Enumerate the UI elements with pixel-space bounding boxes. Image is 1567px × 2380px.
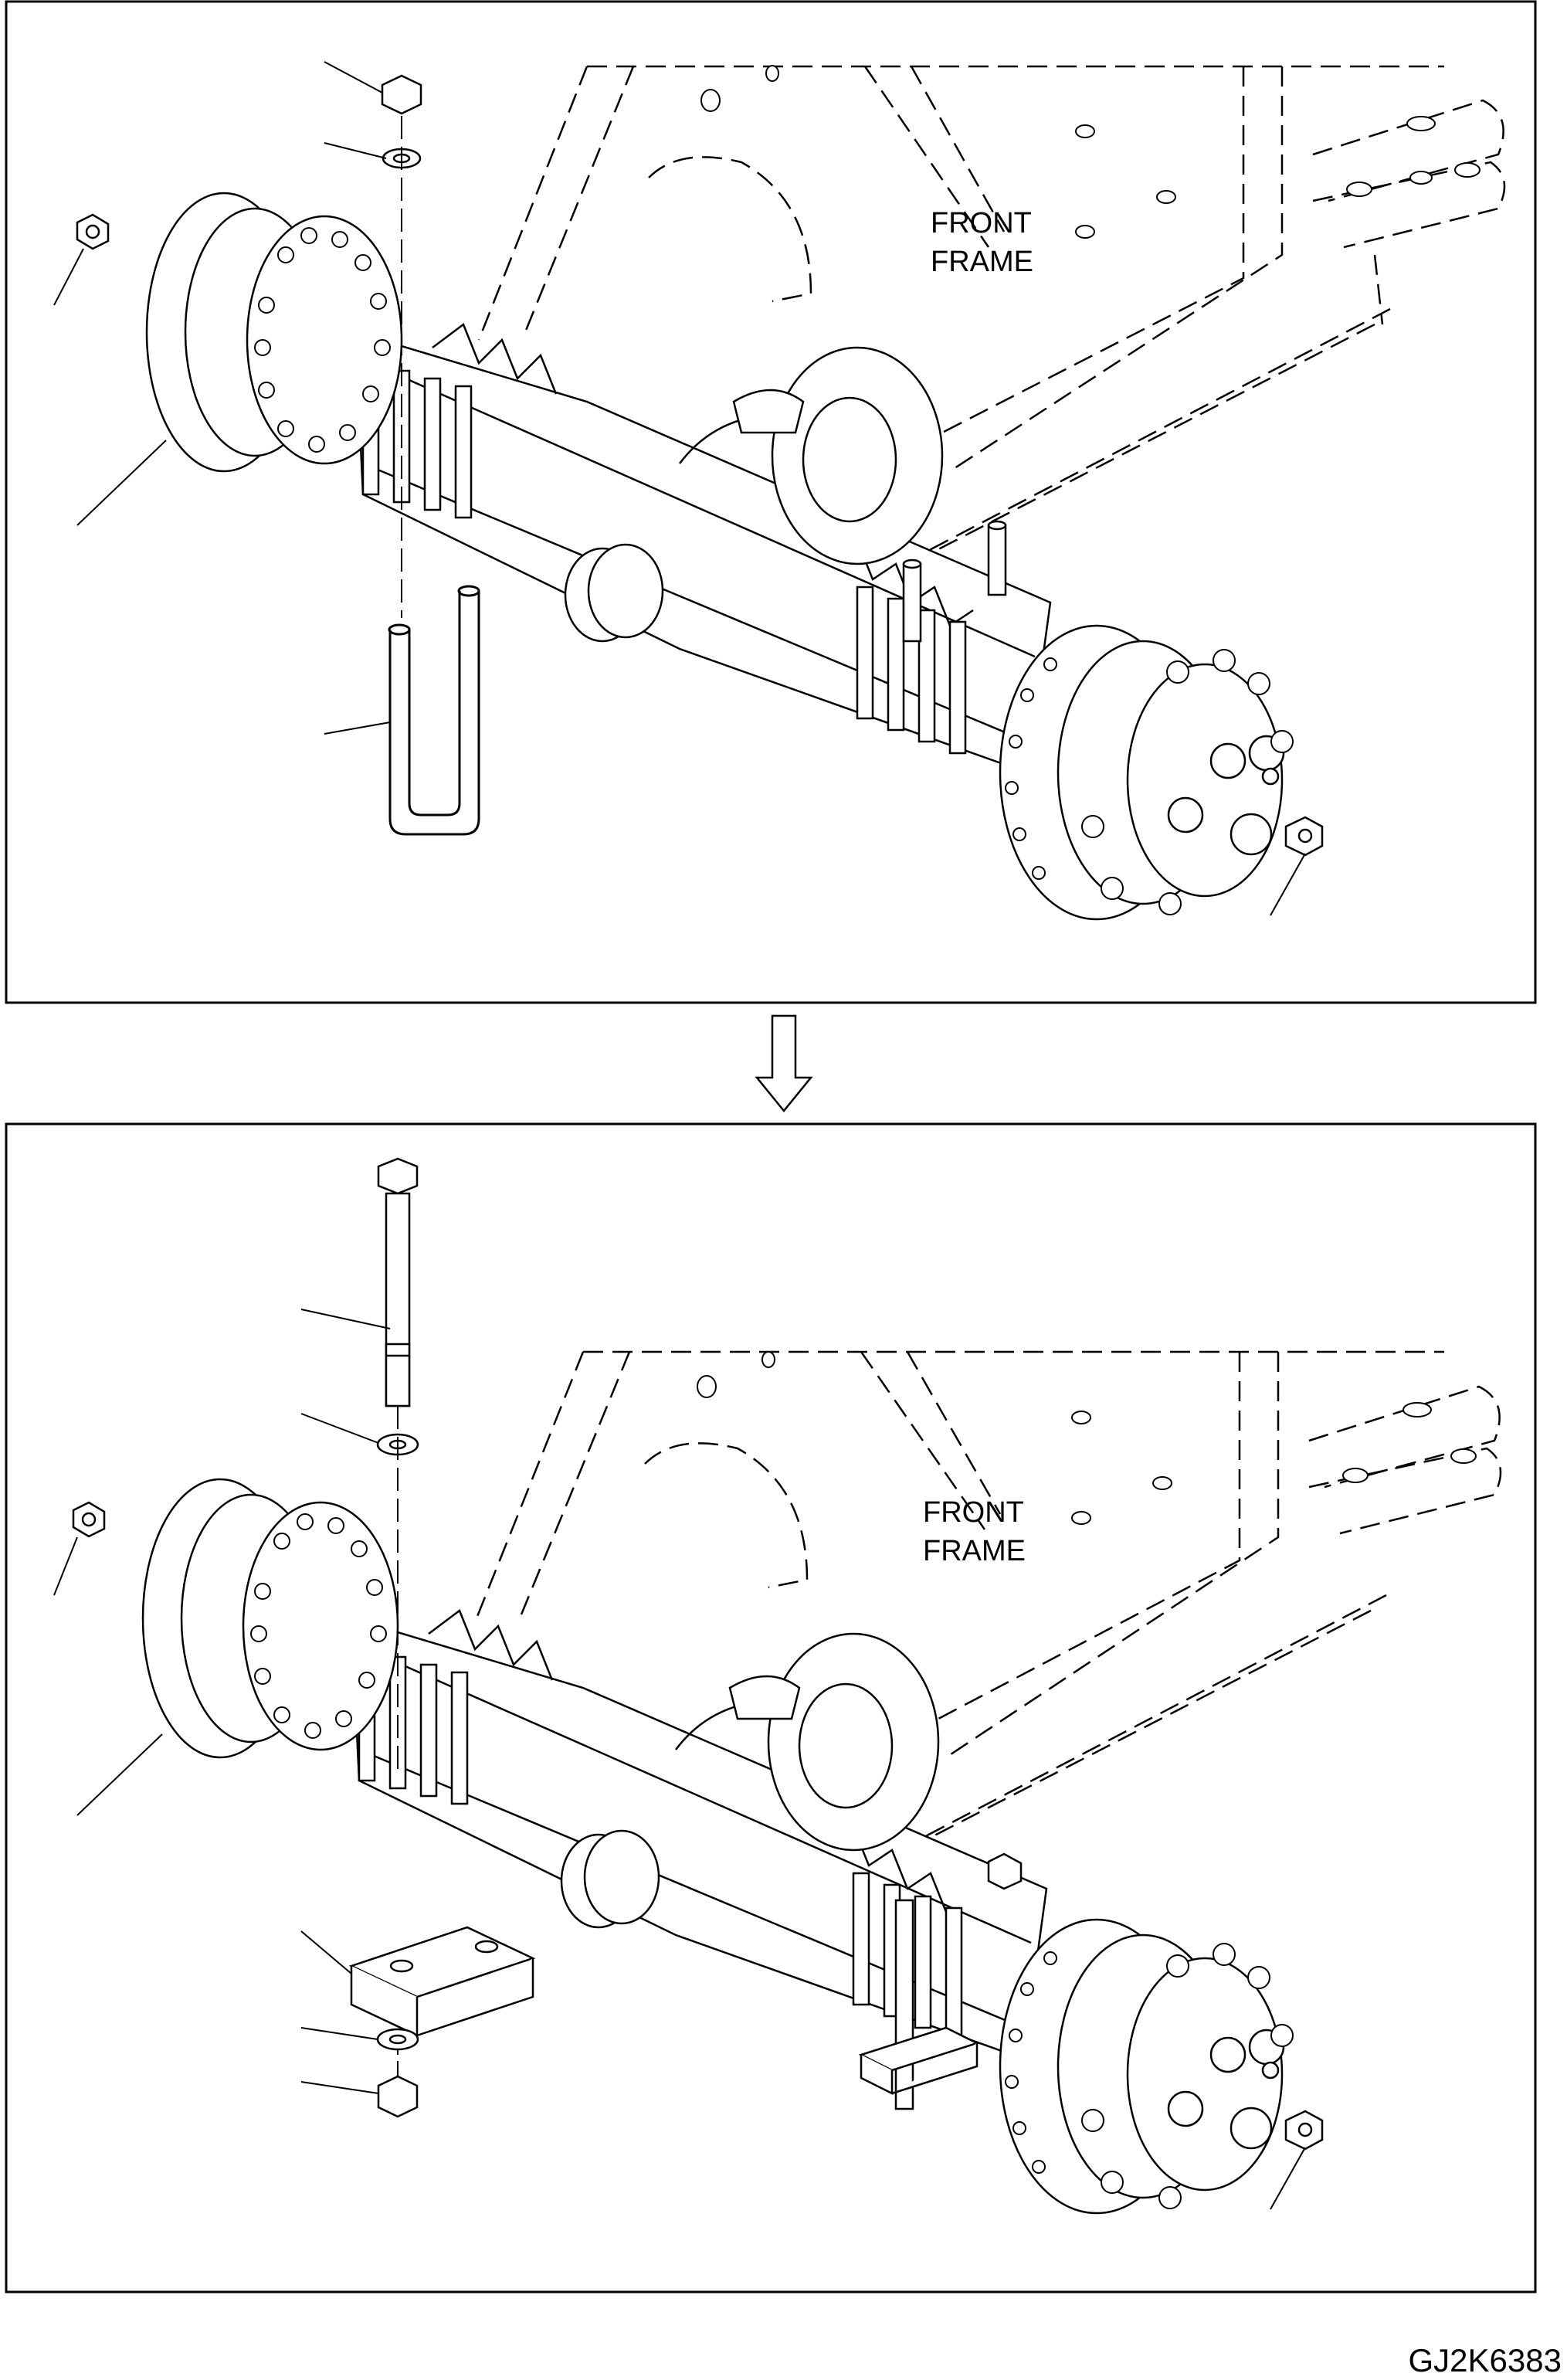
top-mount-nut [381, 74, 422, 115]
panel-top-frame [5, 0, 1537, 1004]
panel-bottom-frame [5, 1122, 1537, 2293]
drawing-code: GJ2K6383 [1409, 2342, 1562, 2378]
right-bolt-and-block [858, 1852, 1023, 2110]
front-frame-outline-bottom [473, 1350, 1502, 1875]
spacer-block [348, 1926, 536, 2037]
left-wheel-hub-bottom [141, 1478, 399, 1759]
right-wheel-nut-bottom [1284, 2110, 1324, 2151]
right-studs [902, 520, 1007, 643]
left-hub-bolts [254, 227, 391, 453]
left-wheel-hub [145, 192, 403, 473]
differential-cover [732, 346, 944, 565]
lower-nut [377, 2075, 419, 2118]
front-frame-label-line1-bottom: FRONT [923, 1496, 1024, 1529]
frame-bolt-holes-bottom [697, 1351, 1477, 1525]
leader-lines-top [53, 61, 1306, 916]
front-frame-label-line2: FRAME [931, 246, 1033, 278]
oscillation-plug-bottom [560, 1829, 660, 1929]
left-wheel-nut [76, 213, 110, 250]
leader-lines-bottom [53, 1309, 1306, 2210]
frame-bolt-holes [700, 65, 1481, 239]
left-wheel-nut-bottom [72, 1501, 106, 1538]
front-frame-label-line2-bottom: FRAME [923, 1535, 1026, 1567]
front-frame-outline [477, 65, 1506, 589]
right-wheel-hub-bottom [999, 1918, 1294, 2215]
front-frame-label-line1: FRONT [931, 207, 1032, 239]
right-hub-holes [1005, 657, 1057, 880]
right-wheel-nut [1284, 816, 1324, 857]
mount-bolt [377, 1157, 419, 1407]
lower-washer [376, 2028, 419, 2051]
right-hub-nuts [1081, 649, 1294, 915]
panel-bottom: FRONT FRAME [5, 1122, 1537, 2293]
right-hub-nuts-bottom [1081, 1943, 1294, 2209]
differential-cover-bottom [728, 1632, 940, 1852]
down-arrow-icon [755, 1014, 813, 1112]
panel-top: FRONT FRAME [5, 0, 1537, 1004]
right-wheel-hub [999, 624, 1294, 921]
axle-housing-bottom [350, 1609, 1048, 2060]
axle-housing [354, 323, 1052, 774]
u-bolt [388, 585, 480, 836]
oscillation-plug [564, 543, 664, 643]
left-hub-bolts-bottom [250, 1513, 387, 1739]
right-hub-holes-bottom [1005, 1951, 1057, 2174]
